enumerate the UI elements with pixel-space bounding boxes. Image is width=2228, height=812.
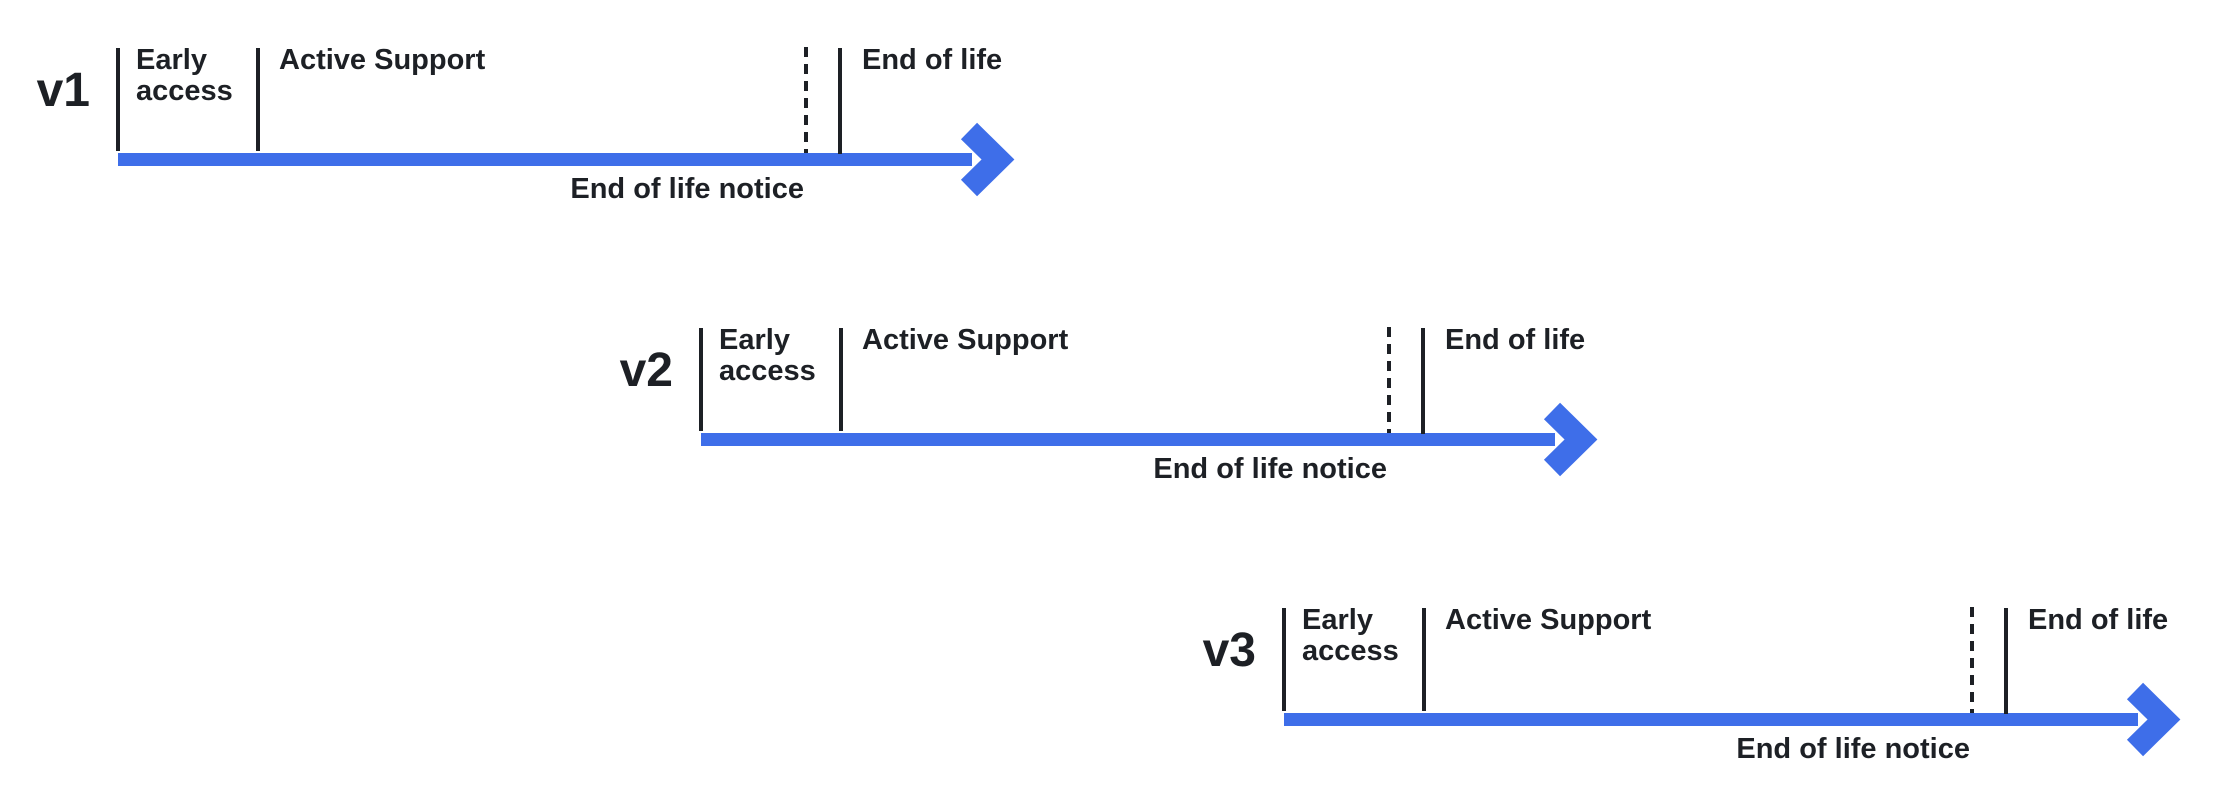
version-label: v1: [36, 64, 90, 117]
version-label: v3: [1202, 624, 1256, 677]
end-of-life-label: End of life: [1445, 324, 1586, 356]
active-support-label: Active Support: [862, 324, 1069, 356]
timeline-v1: v1 Early access Active Support End of li…: [37, 44, 1068, 218]
end-of-life-label: End of life: [862, 44, 1003, 76]
end-of-life-tick: [838, 48, 842, 154]
early-access-label: Early access: [136, 44, 233, 107]
early-access-start-tick: [699, 328, 703, 431]
timeline-v3: v3 Early access Active Support End of li…: [1203, 604, 2228, 778]
end-of-life-notice-label: End of life notice: [570, 173, 804, 205]
active-support-label: Active Support: [1445, 604, 1652, 636]
end-of-life-notice-label: End of life notice: [1736, 733, 1970, 765]
eol-notice-dashed-tick: [1387, 327, 1391, 433]
active-support-label: Active Support: [279, 44, 486, 76]
active-support-start-tick: [1422, 608, 1426, 711]
end-of-life-tick: [2004, 608, 2008, 714]
early-access-start-tick: [116, 48, 120, 151]
early-access-label: Early access: [719, 324, 816, 387]
arrow-head: [960, 122, 1015, 197]
early-access-start-tick: [1282, 608, 1286, 711]
timeline-v2: v2 Early access Active Support End of li…: [620, 324, 1651, 498]
version-label: v2: [619, 344, 673, 397]
early-access-label: Early access: [1302, 604, 1399, 667]
arrow-head: [1543, 402, 1598, 477]
eol-notice-dashed-tick: [1970, 607, 1974, 713]
end-of-life-notice-label: End of life notice: [1153, 453, 1387, 485]
eol-notice-dashed-tick: [804, 47, 808, 153]
active-support-start-tick: [256, 48, 260, 151]
arrow-head: [2126, 682, 2181, 757]
arrow-shaft: [701, 433, 1555, 446]
end-of-life-label: End of life: [2028, 604, 2169, 636]
active-support-start-tick: [839, 328, 843, 431]
arrow-shaft: [1284, 713, 2138, 726]
end-of-life-tick: [1421, 328, 1425, 434]
arrow-shaft: [118, 153, 972, 166]
